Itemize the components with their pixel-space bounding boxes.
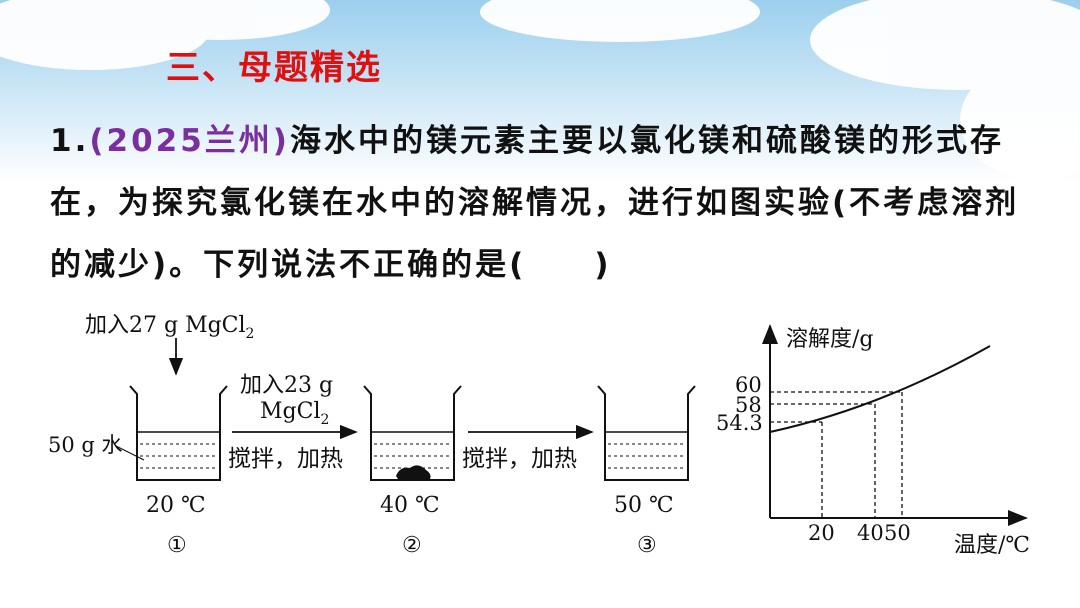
- solubility-curve: [769, 345, 991, 433]
- beaker-1-temp: 20 ℃: [146, 493, 206, 518]
- y-axis-label: 溶解度/g: [786, 327, 874, 352]
- x-tick-label: 50: [884, 521, 911, 545]
- beaker-2-label: ②: [402, 533, 422, 558]
- question-text: 1.(2025兰州)海水中的镁元素主要以氯化镁和硫酸镁的形式存在，为探究氯化镁在…: [50, 110, 1050, 296]
- question-number: 1.: [50, 123, 90, 159]
- question-body: 海水中的镁元素主要以氯化镁和硫酸镁的形式存在，为探究氯化镁在水中的溶解情况，进行…: [50, 123, 1020, 283]
- beaker-2-temp: 40 ℃: [380, 493, 440, 518]
- beaker-2: [363, 385, 462, 481]
- beaker-1: [129, 385, 228, 481]
- water-label: 50 g 水: [48, 433, 123, 457]
- beaker-3-temp: 50 ℃: [614, 493, 674, 518]
- y-tick-label: 60: [735, 373, 762, 397]
- x-axis-label: 温度/℃: [954, 533, 1030, 558]
- add-first-label: 加入27 g MgCl2: [85, 313, 254, 342]
- beaker-1-label: ①: [167, 533, 187, 558]
- process-label-1: 搅拌，加热: [228, 446, 343, 472]
- add-second-line2: MgCl2: [260, 399, 329, 428]
- experiment-figure: 加入27 g MgCl2 50 g 水 20 ℃ ① 加入23 g MgCl2 …: [48, 313, 1030, 558]
- x-tick-label: 20: [808, 521, 835, 545]
- y-tick-label: 58: [735, 393, 762, 417]
- question-source: (2025兰州): [89, 123, 290, 159]
- section-title: 三、母题精选: [166, 48, 382, 88]
- undissolved-solid: [396, 465, 431, 479]
- beaker-3-label: ③: [637, 533, 657, 558]
- process-label-2: 搅拌，加热: [462, 446, 577, 472]
- water-pointer: [115, 445, 145, 461]
- y-tick-label: 54.3: [716, 411, 763, 435]
- add-second-line1: 加入23 g: [240, 373, 333, 398]
- beaker-3: [597, 385, 696, 481]
- x-tick-label: 40: [857, 521, 884, 545]
